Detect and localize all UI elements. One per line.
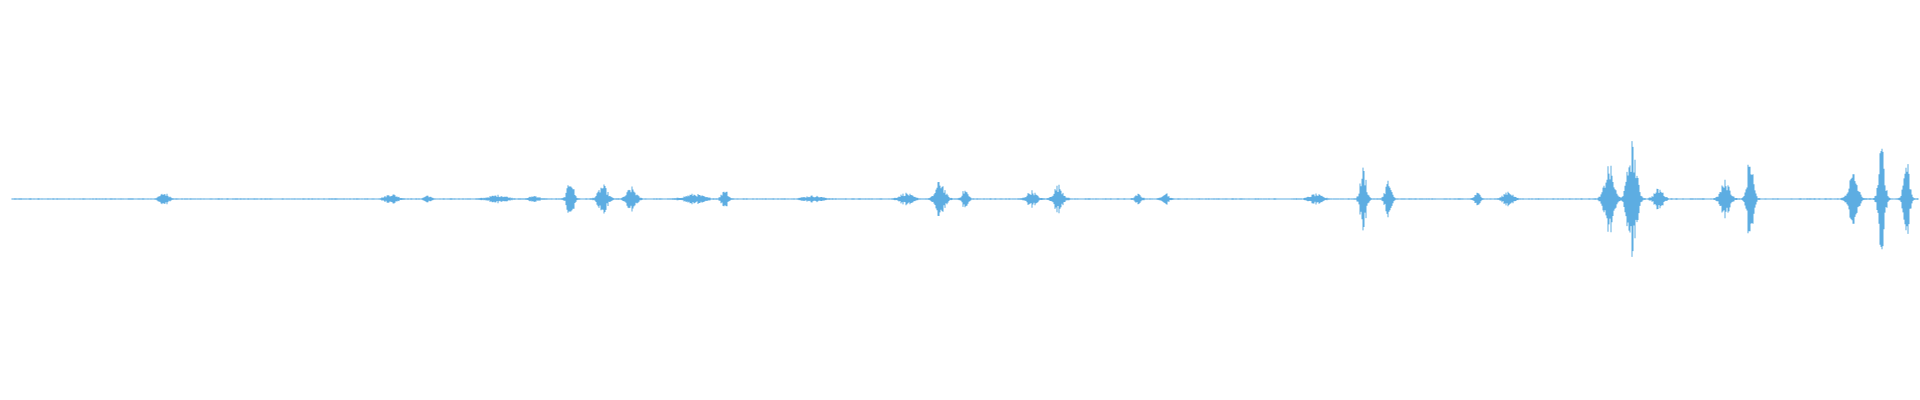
waveform-trace (11, 141, 1919, 257)
